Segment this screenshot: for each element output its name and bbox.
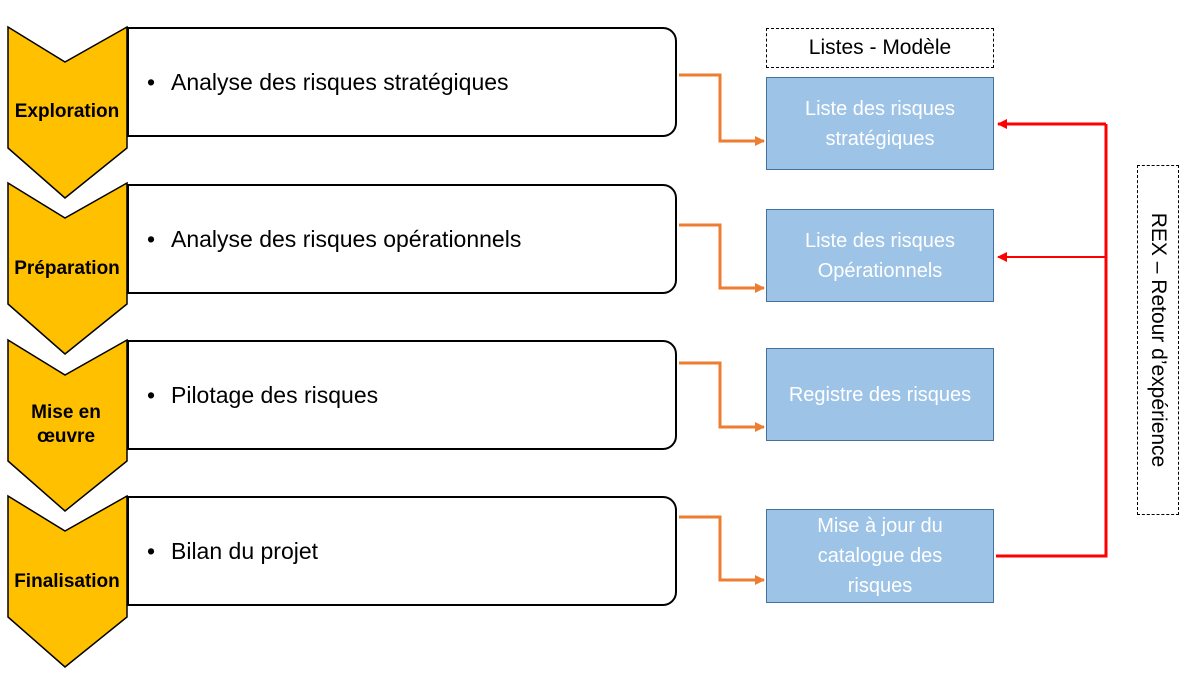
phase-label-preparation: Préparation xyxy=(14,258,120,279)
phase-label-mise-en-oeuvre: Mise en œuvre xyxy=(31,402,101,447)
connector-arrow-3 xyxy=(679,361,765,432)
step-item-text: Analyse des risques stratégiques xyxy=(171,69,509,95)
phase-label-finalisation: Finalisation xyxy=(14,571,120,592)
step-item: •Analyse des risques stratégiques xyxy=(147,69,509,95)
step-box-4: •Bilan du projet xyxy=(127,496,677,606)
step-box-3: •Pilotage des risques xyxy=(127,340,677,450)
connector-arrow-2 xyxy=(679,223,765,293)
step-box-1: •Analyse des risques stratégiques xyxy=(127,27,677,137)
rex-label: REX – Retour d’expérience xyxy=(1147,212,1170,468)
step-item: •Bilan du projet xyxy=(147,538,319,564)
step-item-text: Pilotage des risques xyxy=(171,382,379,408)
phase-label-exploration: Exploration xyxy=(14,101,120,122)
connector-arrow-1 xyxy=(679,73,765,146)
model-box-operationnels: Liste des risques Opérationnels xyxy=(766,209,994,302)
step-item: •Pilotage des risques xyxy=(147,382,379,408)
phase-chevron-exploration xyxy=(7,25,128,199)
models-header: Listes - Modèle xyxy=(766,28,994,68)
step-item: •Analyse des risques opérationnels xyxy=(147,226,522,252)
phase-chevron-finalisation xyxy=(7,494,128,668)
step-item-text: Bilan du projet xyxy=(171,538,319,564)
step-item-text: Analyse des risques opérationnels xyxy=(171,226,522,252)
rex-box: REX – Retour d’expérience xyxy=(1137,165,1179,515)
phase-chevron-mise-en-oeuvre xyxy=(7,338,128,512)
model-box-registre: Registre des risques xyxy=(766,348,994,441)
connector-arrow-4 xyxy=(679,515,765,585)
phase-chevron-preparation xyxy=(7,181,128,355)
model-box-catalogue: Mise à jour du catalogue des risques xyxy=(766,509,994,603)
feedback-line xyxy=(996,124,1108,558)
model-box-strategiques: Liste des risques stratégiques xyxy=(766,77,994,170)
step-box-2: •Analyse des risques opérationnels xyxy=(127,184,677,294)
